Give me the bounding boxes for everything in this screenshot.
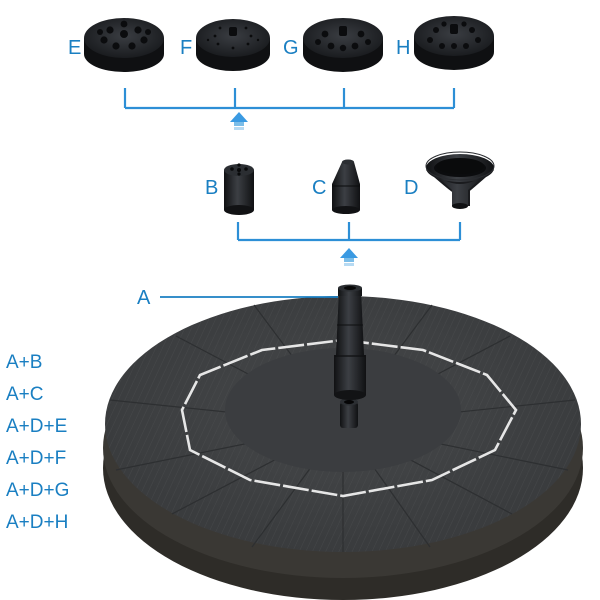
label-h: H [396,37,411,59]
label-e: E [68,37,82,59]
label-b: B [205,177,219,199]
nozzle-c [332,159,360,214]
combination-item: A+D+E [6,416,68,437]
solar-panel [103,296,583,600]
combination-item: A+D+H [6,512,69,533]
nozzle-h [414,16,494,70]
label-d: D [404,177,419,199]
label-c: C [312,177,327,199]
nozzle-b [224,163,254,215]
combination-list: A+B A+C A+D+E A+D+F A+D+G A+D+H [6,352,69,544]
up-arrow-icon [340,248,358,266]
up-arrow-icon [230,112,248,130]
label-g: G [283,37,299,59]
nozzle-f [196,19,270,71]
combination-item: A+D+F [6,448,67,469]
combination-item: A+C [6,384,44,405]
nozzle-e [84,18,164,72]
middle-bracket [236,222,462,242]
combination-item: A+D+G [6,480,70,501]
label-f: F [180,37,193,59]
label-a: A [137,287,151,309]
combination-item: A+B [6,352,43,373]
top-bracket [123,88,456,110]
nozzle-d [425,151,495,209]
nozzle-g [303,18,383,72]
nozzle-a [334,284,366,400]
